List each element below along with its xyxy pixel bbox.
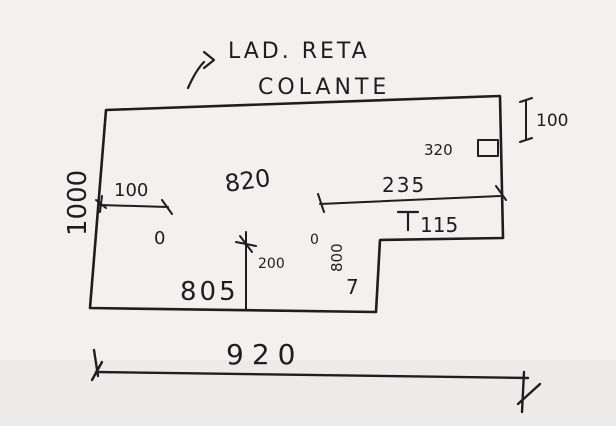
label-height-left: 1000	[63, 170, 93, 236]
center-vertical-line	[235, 231, 257, 311]
profile-outline	[88, 94, 505, 314]
bottom-dimension-tick-left	[90, 348, 104, 382]
header-arrow-icon	[202, 50, 216, 70]
label-inner-top: 820	[223, 164, 272, 198]
header-leader-line	[186, 60, 206, 90]
bottom-dimension-tick-right	[516, 370, 542, 414]
mark-bracket: 7	[346, 275, 359, 299]
left-offset-dimension	[95, 195, 173, 215]
mark-circle-left: 0	[154, 228, 165, 249]
label-box: 320	[424, 141, 453, 159]
right-drop-tick	[396, 210, 420, 232]
label-left-offset: 100	[114, 180, 148, 201]
header-line2: COLANTE	[258, 75, 390, 100]
tab-dimension-line	[519, 97, 533, 143]
bottom-dimension-line	[94, 370, 530, 380]
label-center-small: 200	[258, 256, 285, 272]
label-lower-center: 805	[180, 277, 239, 307]
header-line1: LAD. RETA	[228, 39, 370, 64]
label-notch: 800	[328, 243, 346, 272]
right-segment-dimension	[317, 185, 507, 213]
corner-box	[477, 139, 499, 157]
label-top-right-tab: 100	[536, 111, 568, 131]
label-right-drop: 115	[420, 213, 458, 237]
label-right-segment: 235	[382, 173, 426, 197]
label-width-total: 920	[226, 338, 303, 371]
mark-circle-mid: 0	[310, 232, 319, 248]
